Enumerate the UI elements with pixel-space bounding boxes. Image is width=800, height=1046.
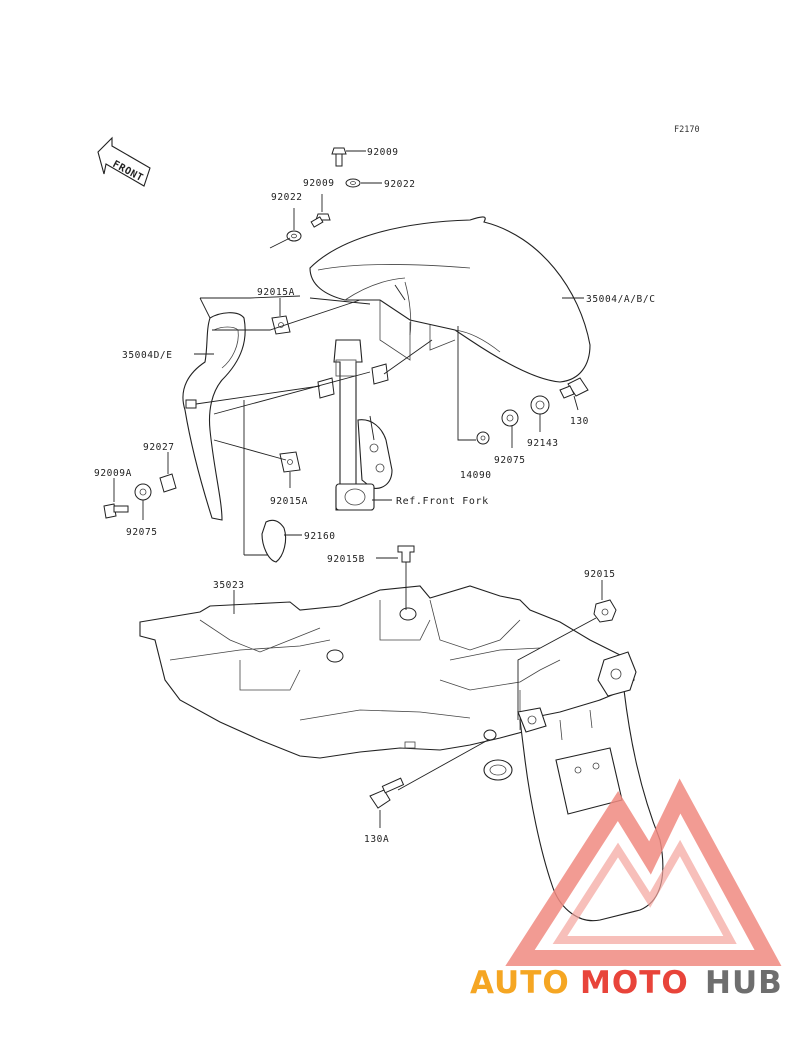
- watermark-text-hub: HUB: [705, 965, 783, 1001]
- hardware-lower: [369, 545, 617, 809]
- callout-92015a-upper: 92015A: [257, 287, 295, 298]
- callout-labels: 92009 92009 92022 92022 92015A 35004/A/B…: [94, 147, 656, 845]
- reference-front-fork-label: Ref.Front Fork: [396, 496, 489, 507]
- callout-130: 130: [570, 416, 589, 427]
- callout-92015a-lower: 92015A: [270, 496, 308, 507]
- front-fender-rear-piece: [182, 312, 246, 521]
- callout-92015: 92015: [584, 569, 616, 580]
- callout-92015b: 92015B: [327, 554, 365, 565]
- callout-92022-top: 92022: [384, 179, 416, 190]
- callout-92075-right: 92075: [494, 455, 526, 466]
- callout-92075-left: 92075: [126, 527, 158, 538]
- callout-130a: 130A: [364, 834, 389, 845]
- callout-92143: 92143: [527, 438, 559, 449]
- callout-92022-left: 92022: [271, 192, 303, 203]
- leader-lines: [113, 150, 603, 828]
- hardware-upper: [103, 147, 589, 563]
- callout-92009a: 92009A: [94, 468, 132, 479]
- callout-14090: 14090: [460, 470, 492, 481]
- front-fork-reference: [333, 339, 393, 511]
- figure-code: F2170: [674, 125, 700, 135]
- callout-92009-top: 92009: [367, 147, 399, 158]
- watermark-logo: AUTO MOTO HUB: [470, 778, 783, 1001]
- rear-inner-fender: [139, 585, 635, 759]
- callout-92160: 92160: [304, 531, 336, 542]
- callout-92027: 92027: [143, 442, 175, 453]
- front-fender: [309, 216, 591, 383]
- callout-35004de: 35004D/E: [122, 350, 173, 361]
- front-direction-arrow: FRONT: [97, 136, 151, 187]
- watermark-text-moto: MOTO: [580, 965, 689, 1001]
- watermark-text-auto: AUTO: [470, 965, 570, 1001]
- callout-92009-left: 92009: [303, 178, 335, 189]
- callout-35023: 35023: [213, 580, 245, 591]
- callout-35004abc: 35004/A/B/C: [586, 294, 656, 305]
